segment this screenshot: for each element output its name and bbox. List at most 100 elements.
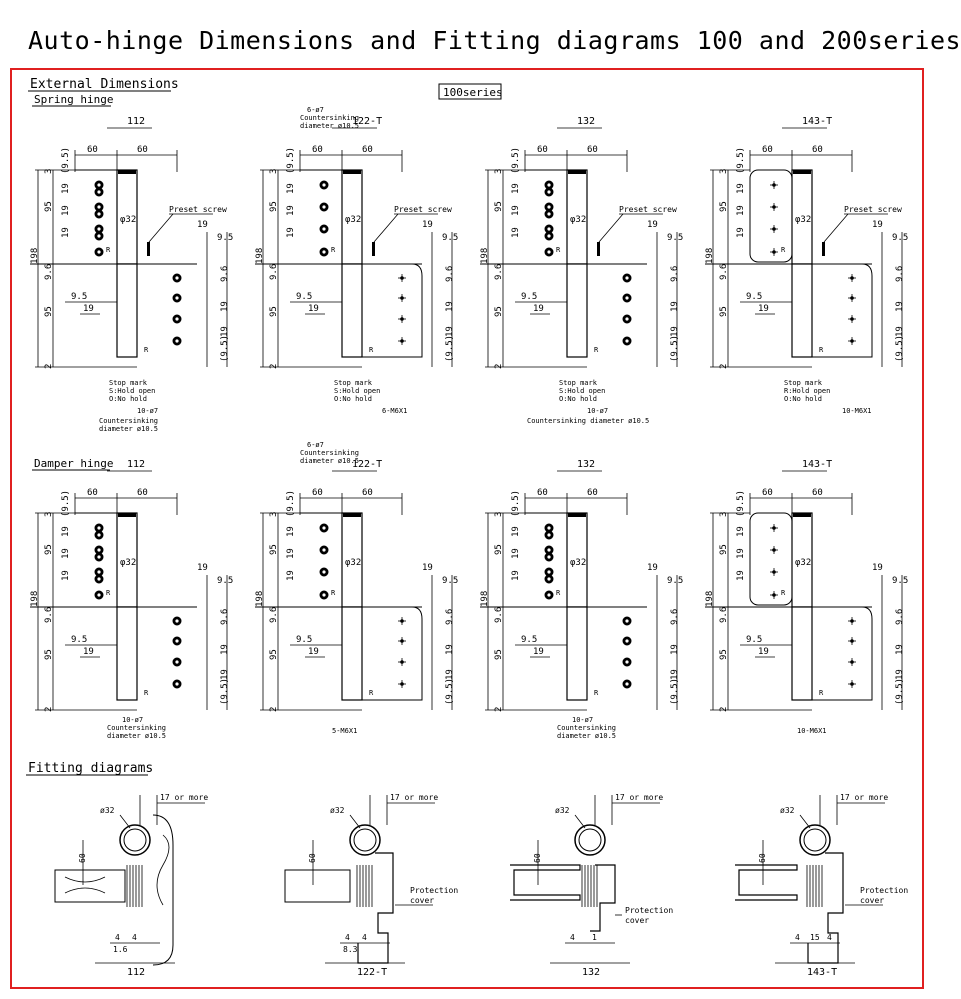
lower-leaf <box>812 606 873 701</box>
no-hold-note: O:No hold <box>559 395 597 403</box>
dimension-label: 4 <box>345 933 350 942</box>
section-external-dimensions: External Dimensions <box>30 77 179 92</box>
r-mark: R <box>594 346 599 354</box>
dimension-label: 60 <box>587 145 598 155</box>
barrel-cap <box>118 170 136 174</box>
dimension-label: 3 <box>44 512 54 517</box>
hinge-barrel-lower <box>791 606 813 701</box>
screw-hole-center <box>97 250 101 254</box>
dimension-label: 95 <box>44 306 54 317</box>
r-mark: R <box>819 346 824 354</box>
model-label: 132 <box>582 967 600 978</box>
screw-hole-center <box>175 639 179 643</box>
tap-hole <box>772 548 776 552</box>
r-mark: R <box>331 246 336 254</box>
dimension-label: 60 <box>312 488 323 498</box>
dimension-label: 60 <box>78 853 87 863</box>
tap-hole <box>400 339 404 343</box>
steel-frame <box>590 864 616 932</box>
dimension-label: 198 <box>705 248 715 264</box>
r-mark: R <box>781 246 786 254</box>
countersink-note: diameter ø10.5 <box>99 425 158 433</box>
protection-cover-label: Protection <box>625 906 673 915</box>
screw-hole-center <box>322 183 326 187</box>
dimension-label: 9.5 <box>217 576 233 586</box>
no-hold-note: O:No hold <box>109 395 147 403</box>
dimension-label: 4 <box>827 933 832 942</box>
screw-hole-center <box>547 227 551 231</box>
tap-hole <box>850 296 854 300</box>
screw-hole-center <box>547 234 551 238</box>
dimension-label: 2 <box>494 707 504 712</box>
model-label: 143-T <box>802 116 832 127</box>
dimension-label: (9.5) <box>445 335 455 362</box>
leader-line <box>148 213 174 243</box>
barrel-cap <box>568 170 586 174</box>
dimension-label: 9.6 <box>895 266 905 282</box>
hold-open-note: S:Hold open <box>559 387 605 395</box>
thread-spec-note: 6-M6X1 <box>382 407 407 415</box>
r-mark: R <box>144 346 149 354</box>
clearance-label: 17 or more <box>390 793 438 802</box>
dimension-label: (9.5) <box>670 678 680 705</box>
dimension-label: 9.5 <box>746 292 762 302</box>
leader-line <box>119 814 131 829</box>
hole-spec-note: 10-ø7 <box>137 407 158 415</box>
tap-hole <box>400 296 404 300</box>
dimension-label: 1 <box>592 933 597 942</box>
dimension-label: 9.6 <box>445 609 455 625</box>
dimension-label: 19 <box>308 647 319 657</box>
screw-hole-center <box>625 619 629 623</box>
dimension-label: 3 <box>494 169 504 174</box>
dimension-label: 9.5 <box>667 233 683 243</box>
dimension-label: (9.5) <box>511 490 521 517</box>
clearance-label: 17 or more <box>160 793 208 802</box>
screw-hole-center <box>547 570 551 574</box>
dimension-label: 9.6 <box>44 264 54 280</box>
tap-hole <box>772 593 776 597</box>
screw-hole-center <box>322 570 326 574</box>
dimension-label: 9.5 <box>892 576 908 586</box>
hold-open-note: R:Hold open <box>784 387 830 395</box>
diameter-label: φ32 <box>795 558 811 568</box>
dimension-label: 19 <box>758 647 769 657</box>
r-mark: R <box>106 589 111 597</box>
hold-open-note: S:Hold open <box>334 387 380 395</box>
dimension-label: 19 <box>533 647 544 657</box>
leader-line <box>349 814 361 829</box>
dimension-label: 19 <box>511 205 521 216</box>
thread-spec-note: 10-M6X1 <box>797 727 827 735</box>
wood-grain <box>156 834 170 906</box>
screw-hole-center <box>547 190 551 194</box>
dimension-label: 15 <box>810 933 820 942</box>
screw-hole-center <box>547 212 551 216</box>
dimension-label: 9.5 <box>296 635 312 645</box>
dimension-label: 2 <box>269 364 279 369</box>
dimension-label: 19 <box>61 205 71 216</box>
series-label: 100series <box>443 86 503 99</box>
screw-hole-center <box>625 296 629 300</box>
dimension-label: 19 <box>220 644 230 655</box>
diameter-label: φ32 <box>570 558 586 568</box>
dimension-label: (9.5) <box>895 678 905 705</box>
screw-hole-center <box>97 533 101 537</box>
tap-hole <box>400 276 404 280</box>
barrel-cap <box>343 513 361 517</box>
hole-spec-note: 6-ø7 <box>307 106 324 114</box>
screw-hole-center <box>97 555 101 559</box>
dimension-label: 9.6 <box>719 607 729 623</box>
screw-hole-center <box>97 570 101 574</box>
diameter-label: ø32 <box>555 806 570 815</box>
dimension-label: 60 <box>137 488 148 498</box>
screw-hole-center <box>547 205 551 209</box>
r-mark: R <box>144 689 149 697</box>
screw-hole-center <box>175 317 179 321</box>
dimension-label: 95 <box>44 544 54 555</box>
dimension-label: 9.5 <box>442 576 458 586</box>
screw-hole-center <box>322 548 326 552</box>
dimension-label: 19 <box>736 570 746 581</box>
protection-cover-label: cover <box>410 896 434 905</box>
dimension-label: 19 <box>736 227 746 238</box>
